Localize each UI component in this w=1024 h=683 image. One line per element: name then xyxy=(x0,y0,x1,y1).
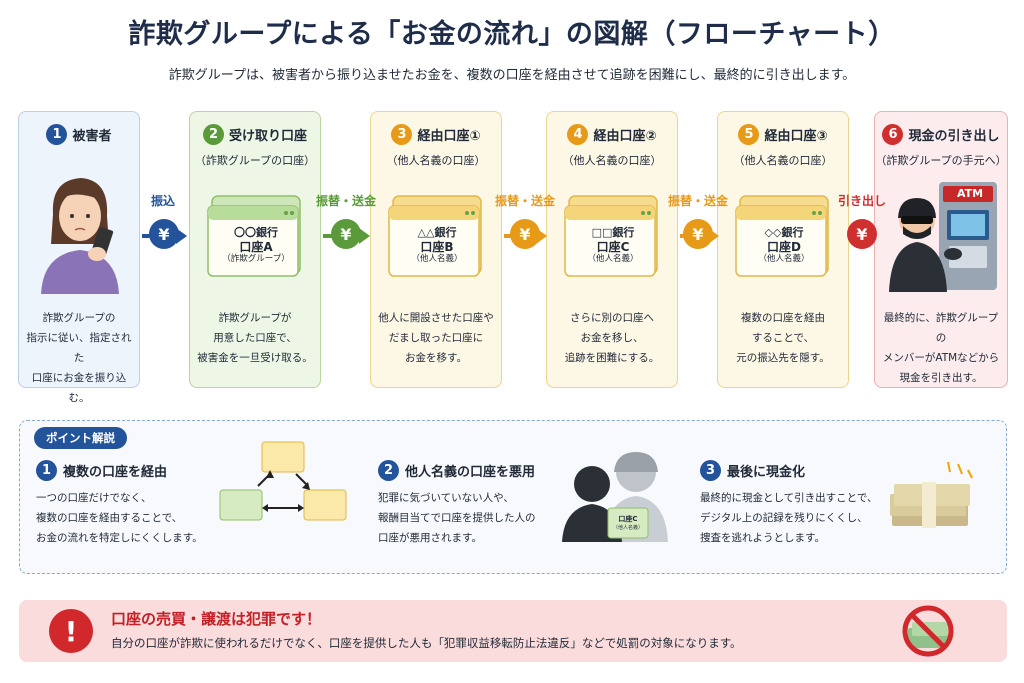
step-title: 現金の引き出し xyxy=(908,129,1000,144)
step-description: さらに別の口座へ お金を移し、 追跡を困難にする。 xyxy=(564,312,660,364)
points-tag: ポイント解説 xyxy=(34,427,127,449)
point-title: 複数の口座を経由 xyxy=(63,465,168,480)
passbook-bank: △△銀行 xyxy=(417,226,457,239)
step-subtitle: （他人名義の口座） xyxy=(386,154,486,167)
passbook-icon: □□銀行 口座C （他人名義） xyxy=(563,192,663,278)
step-card-transit-account-2: 4 経由口座② （他人名義の口座） □□銀行 口座C （他人名義） さらに別の口座… xyxy=(546,111,678,388)
step-description: 他人に開設させた口座や だまし取った口座に お金を移す。 xyxy=(378,312,494,364)
step-description: 複数の口座を経由 することで、 元の振込先を隠す。 xyxy=(736,312,830,364)
flow-label-remit: 振替・送金 xyxy=(494,194,555,208)
step-description: 詐欺グループが 用意した口座で、 被害金を一旦受け取る。 xyxy=(197,312,313,364)
page-subtitle: 詐欺グループは、被害者から振り込ませたお金を、複数の口座を経由させて追跡を困難に… xyxy=(168,68,856,83)
step-subtitle: （他人名義の口座） xyxy=(733,154,833,167)
passbook-icon: ◇◇銀行 口座D （他人名義） xyxy=(734,192,834,278)
point-item-header: 1 複数の口座を経由 xyxy=(36,460,167,481)
step-card-transit-account-3: 5 経由口座③ （他人名義の口座） ◇◇銀行 口座D （他人名義） 複数の口座を経… xyxy=(717,111,849,388)
passbook-cycle-illustration xyxy=(219,441,347,521)
point-description: 一つの口座だけでなく、 複数の口座を経由することで、 お金の流れを特定しにくくし… xyxy=(36,492,203,544)
step-number-badge: 1 xyxy=(46,124,68,145)
passbook-owner: （他人名義） xyxy=(587,254,639,264)
step-title: 経由口座① xyxy=(417,129,481,144)
flow-label-withdraw: 引き出し xyxy=(837,194,886,208)
passbook-icon: △△銀行 口座B （他人名義） xyxy=(387,192,487,278)
point-description: 最終的に現金として引き出すことで、 デジタル上の記録を残りにくくし、 捜査を逃れ… xyxy=(700,492,878,544)
step-description: 詐欺グループの 指示に従い、指定された 口座にお金を振り込む。 xyxy=(26,312,132,404)
step-number-badge: 6 xyxy=(882,124,904,145)
step-card-receiving-account: 2 受け取り口座 （詐欺グループの口座） 〇〇銀行 口座A （詐欺グループ） 詐欺… xyxy=(189,111,321,388)
no-account-sale-icon xyxy=(902,605,954,657)
atm-label: ATM xyxy=(956,187,984,200)
passbook-account: 口座C xyxy=(596,240,630,254)
step-number-badge: 2 xyxy=(202,124,224,145)
point-number-badge: 2 xyxy=(378,460,399,481)
yen-icon: ¥ xyxy=(510,219,540,249)
point-number-badge: 1 xyxy=(36,460,57,481)
passbook-account: 口座B xyxy=(420,240,454,254)
passbook-icon: 〇〇銀行 口座A （詐欺グループ） xyxy=(206,192,306,278)
passbook-bank: 〇〇銀行 xyxy=(234,226,278,239)
warning-text: 自分の口座が詐欺に使われるだけでなく、口座を提供した人も「犯罪収益移転防止法違反… xyxy=(111,636,742,650)
yen-icon: ¥ xyxy=(149,219,179,249)
passbook-account: 口座A xyxy=(239,240,273,254)
points-panel xyxy=(19,420,1007,574)
passbook-owner: （詐欺グループ） xyxy=(222,254,290,264)
point-number-badge: 3 xyxy=(700,460,721,481)
step-title: 経由口座② xyxy=(593,129,657,144)
passbook-owner: （他人名義） xyxy=(411,254,463,264)
step-number-badge: 4 xyxy=(567,124,589,145)
cash-stack-illustration xyxy=(890,461,973,528)
step-number-badge: 3 xyxy=(391,124,413,145)
step-card-cash-withdrawal: 6 現金の引き出し （詐欺グループの手元へ） ATM 最終的に、詐欺グループの メ… xyxy=(874,111,1008,388)
step-number-badge: 5 xyxy=(738,124,760,145)
warning-banner xyxy=(19,600,1007,662)
step-title: 被害者 xyxy=(72,129,112,144)
step-subtitle: （他人名義の口座） xyxy=(562,154,662,167)
step-subtitle: （詐欺グループの手元へ） xyxy=(875,154,1007,167)
flow-label-remit: 振替・送金 xyxy=(315,194,376,208)
warning-title: 口座の売買・譲渡は犯罪です！ xyxy=(111,610,322,628)
point-title: 最後に現金化 xyxy=(727,465,806,480)
point-item-header: 3 最後に現金化 xyxy=(700,460,805,481)
exclamation-icon: ! xyxy=(49,609,93,653)
passbook-bank: □□銀行 xyxy=(591,226,635,239)
flow-label-remit: 振替・送金 xyxy=(667,194,728,208)
step-card-victim: 1 被害者 詐欺グループの 指示に従い、指定された 口座にお金を振り込む。 xyxy=(18,111,140,404)
step-title: 経由口座③ xyxy=(764,129,828,144)
yen-icon: ¥ xyxy=(683,219,713,249)
step-title: 受け取り口座 xyxy=(228,129,307,144)
point-item-header: 2 他人名義の口座を悪用 xyxy=(378,460,535,481)
point-description: 犯罪に気づいていない人や、 報酬目当てで口座を提供した人の 口座が悪用されます。 xyxy=(378,492,536,544)
step-subtitle: （詐欺グループの口座） xyxy=(194,154,316,167)
mini-passbook-label: 口座C xyxy=(618,515,638,523)
flow-label-transfer: 振込 xyxy=(150,194,175,208)
account-lender-illustration xyxy=(562,452,668,542)
step-description: 最終的に、詐欺グループの メンバーがATMなどから 現金を引き出す。 xyxy=(882,312,1000,384)
victim-illustration xyxy=(41,178,119,294)
yen-icon: ¥ xyxy=(331,219,361,249)
step-card-transit-account-1: 3 経由口座① （他人名義の口座） △△銀行 口座B （他人名義） 他人に開設させ… xyxy=(370,111,502,388)
page-title: 詐欺グループによる「お金の流れ」の図解（フローチャート） xyxy=(128,19,896,50)
atm-criminal-illustration xyxy=(889,182,997,292)
passbook-owner: （他人名義） xyxy=(758,254,810,264)
yen-icon: ¥ xyxy=(847,219,877,249)
mini-passbook-owner: （他人名義） xyxy=(612,525,643,531)
passbook-account: 口座D xyxy=(767,240,801,254)
passbook-bank: ◇◇銀行 xyxy=(764,226,804,239)
point-title: 他人名義の口座を悪用 xyxy=(405,465,536,480)
